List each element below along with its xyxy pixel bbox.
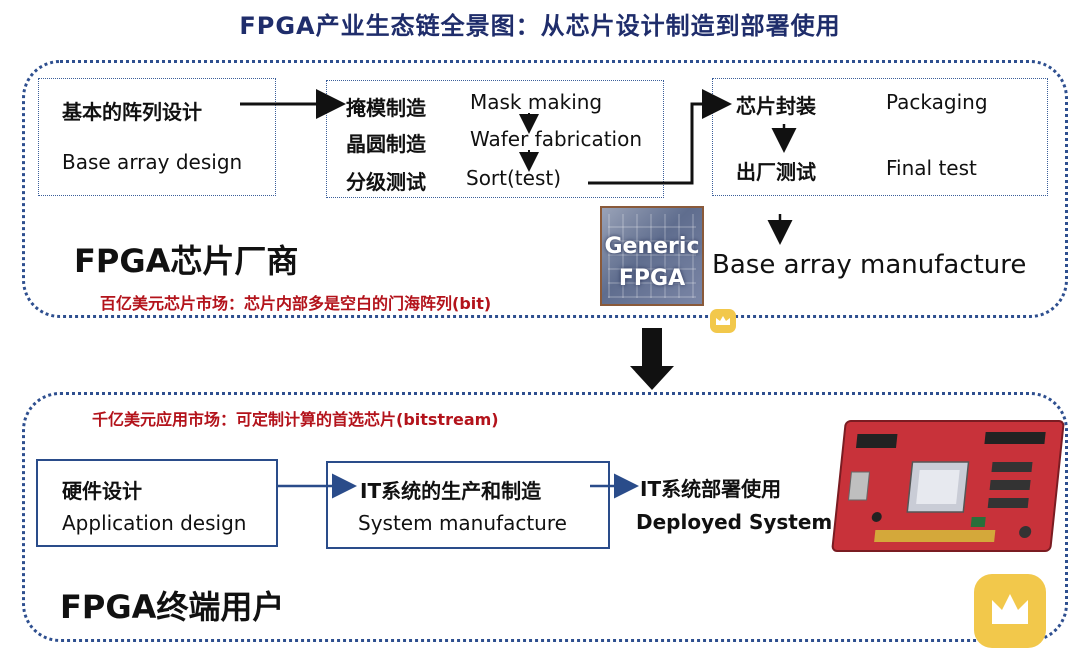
fpga-chip-image: Generic FPGA: [600, 206, 704, 306]
package-step-cn: 出厂测试: [736, 160, 816, 184]
user-region: [22, 392, 1068, 642]
system-mfg-box: [326, 461, 610, 549]
base-array-cn: 基本的阵列设计: [62, 100, 202, 124]
chip-label-fpga: FPGA: [618, 266, 686, 291]
arrow-right-icon: [588, 89, 732, 185]
app-design-box: [36, 459, 278, 547]
app-design-en: Application design: [62, 511, 247, 535]
user-heading: FPGA终端用户: [60, 588, 285, 626]
vendor-market-note: 百亿美元芯片市场：芯片内部多是空白的门海阵列(bit): [100, 294, 492, 313]
fab-step-cn: 晶圆制造: [346, 132, 426, 156]
vendor-region: [22, 60, 1068, 318]
package-step-en: Packaging: [886, 90, 988, 114]
chip-label-generic: Generic: [604, 234, 700, 259]
crown-icon: [710, 309, 736, 333]
diagram-title: FPGA产业生态链全景图：从芯片设计制造到部署使用: [239, 12, 841, 40]
vendor-heading: FPGA芯片厂商: [74, 242, 299, 280]
system-mfg-en: System manufacture: [358, 511, 567, 535]
package-step-en: Final test: [886, 156, 977, 180]
base-array-box: [38, 78, 276, 196]
deploy-en: Deployed System: [636, 510, 833, 534]
deploy-cn: IT系统部署使用: [640, 477, 782, 501]
fab-step-en: Sort(test): [466, 166, 562, 190]
fab-step-en: Wafer fabrication: [470, 127, 643, 151]
package-step-cn: 芯片封装: [736, 94, 816, 118]
base-array-en: Base array design: [62, 150, 243, 174]
system-mfg-cn: IT系统的生产和制造: [360, 479, 542, 503]
base-array-manufacture-label: Base array manufacture: [712, 250, 1027, 280]
app-design-cn: 硬件设计: [62, 479, 142, 503]
fab-step-cn: 分级测试: [346, 170, 426, 194]
user-market-note: 千亿美元应用市场：可定制计算的首选芯片(bitstream): [92, 410, 499, 429]
fab-steps-box: [326, 80, 664, 198]
fab-step-cn: 掩模制造: [346, 96, 426, 120]
packaging-box: [712, 78, 1048, 196]
arrow-down-icon: [630, 328, 674, 390]
fpga-board-image: [831, 420, 1065, 552]
crown-icon: [974, 574, 1046, 648]
fab-step-en: Mask making: [470, 90, 603, 114]
